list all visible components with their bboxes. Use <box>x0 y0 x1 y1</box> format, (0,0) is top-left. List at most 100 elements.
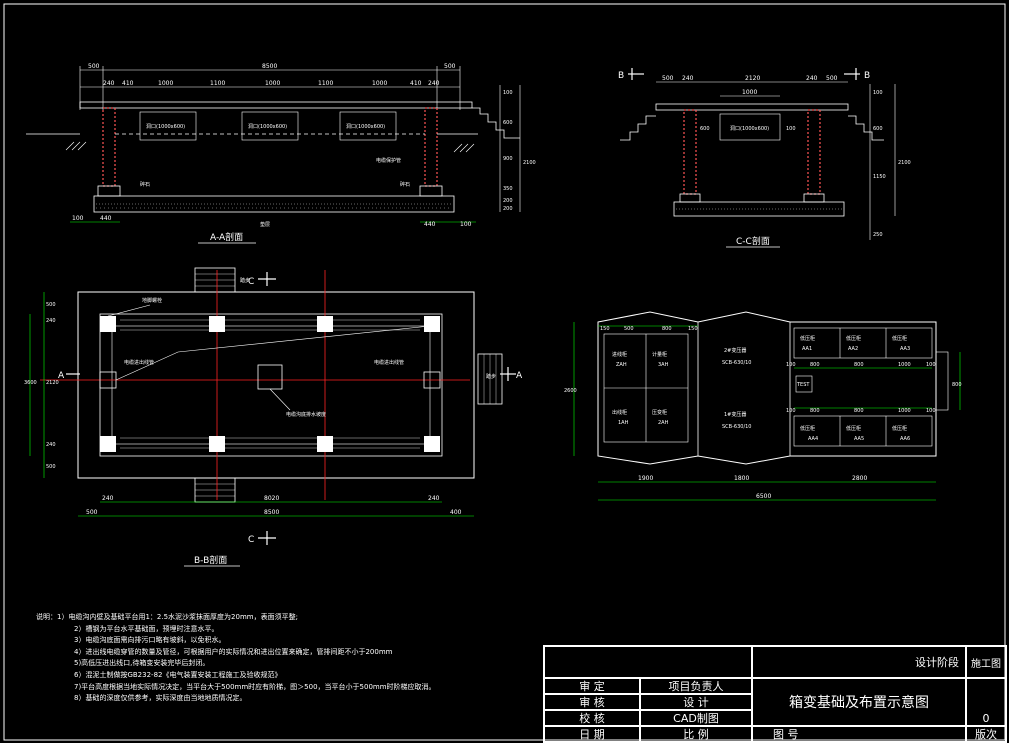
tb-mid-label: 设 计 <box>640 694 752 710</box>
layout-mid2-5: 100 <box>926 408 936 414</box>
bb-b2-2: 8500 <box>264 509 279 516</box>
cc-top-4: 240 <box>806 75 818 82</box>
bb-c-marker-top: C <box>248 277 254 287</box>
bb-b-2: 8020 <box>264 495 279 502</box>
aa-sub-7: 1000 <box>372 80 387 87</box>
bb-v-1: 500 <box>46 302 56 308</box>
cc-top-2: 240 <box>682 75 694 82</box>
cc-title: C-C剖面 <box>736 235 770 247</box>
tb-mid-label: 比 例 <box>640 726 752 742</box>
tb-row-label: 审 核 <box>544 694 640 710</box>
aa-sub-5: 1000 <box>265 80 280 87</box>
aa-v-4: 350 <box>503 186 513 192</box>
bb-b-3: 240 <box>428 495 440 502</box>
aa-label-pipe: 电缆保护管 <box>376 157 401 164</box>
bb-a-marker-right: A <box>516 371 523 381</box>
cc-v-4: 250 <box>873 232 883 238</box>
note-line: 说明：1）电缆沟内壁及基础平台用1：2.5水泥沙浆抹面厚度为20mm，表面须平整… <box>36 613 298 621</box>
layout-tr2-name: 1#变压器 <box>724 411 746 418</box>
layout-tr2-type: SCB-630/10 <box>722 424 752 430</box>
aa-sub-9: 240 <box>428 80 440 87</box>
note-line: 6）混泥土制做按GB232-82《电气装置安装工程施工及验收规范》 <box>74 670 282 679</box>
bb-label-3: 电缆进出线管 <box>374 359 404 366</box>
aa-v-total: 2100 <box>523 160 536 166</box>
layout-right-v: 800 <box>952 382 962 388</box>
layout-mid2-1: 100 <box>786 408 796 414</box>
bb-label-4: 电缆沟底排水坡度 <box>286 411 326 418</box>
cc-v-total: 2100 <box>898 160 911 166</box>
aa-label-gravel-2: 碎石 <box>400 181 410 188</box>
aa-dim-top-3: 500 <box>444 63 456 70</box>
layout-mid-3: 800 <box>854 362 864 368</box>
drawing-border <box>3 3 1006 741</box>
layout-rb-3: AA6 <box>900 436 910 442</box>
aa-br-1: 440 <box>424 221 436 228</box>
layout-top-3: 800 <box>662 326 672 332</box>
aa-sub-8: 410 <box>410 80 422 87</box>
note-line: 5)高低压进出线口,待箱变安装完毕后封闭。 <box>74 659 210 668</box>
layout-tr1-name: 2#变压器 <box>724 347 746 354</box>
bb-c-marker-bot: C <box>248 535 254 545</box>
layout-total: 6500 <box>756 493 771 500</box>
aa-sub-2: 410 <box>122 80 134 87</box>
layout-cab-1: 进线柜 <box>612 351 627 358</box>
layout-top-1: 150 <box>600 326 610 332</box>
layout-rb-1: AA4 <box>808 436 818 442</box>
note-line: 3）电缆沟底面需向排污口略有坡斜，以免积水。 <box>74 636 226 645</box>
cc-marker-right: B <box>864 71 870 81</box>
layout-cab-3: 出线柜 <box>612 409 627 416</box>
layout-rb-l2: 低压柜 <box>846 425 861 432</box>
aa-v-1: 100 <box>503 90 513 96</box>
note-line: 7)平台高度根据当地实际情况决定，当平台大于500mm时应有阶梯，图＞500，当… <box>74 682 436 691</box>
cc-top-3: 2120 <box>745 75 760 82</box>
cc-od-1: 600 <box>700 126 710 132</box>
bb-label-2: 电缆进出线管 <box>124 359 154 366</box>
bb-title: B-B剖面 <box>194 554 227 566</box>
layout-cab-4: 压变柜 <box>652 409 667 416</box>
layout-mid-4: 1000 <box>898 362 911 368</box>
equipment-layout-plan: 进线柜 ZAH 计量柜 3AH 出线柜 1AH 压变柜 2AH 2#变压器 SC… <box>564 311 962 501</box>
bb-v-4: 240 <box>46 442 56 448</box>
aa-dim-top-2: 8500 <box>262 63 277 70</box>
tb-version-label: 版次 <box>966 726 1006 742</box>
layout-rb-l3: 低压柜 <box>892 425 907 432</box>
bb-v-total: 3600 <box>24 380 37 386</box>
tb-stage-value: 施工图 <box>966 646 1006 678</box>
bb-v-3: 2120 <box>46 380 59 386</box>
layout-rt-1: AA1 <box>802 346 812 352</box>
cc-top-1: 500 <box>662 75 674 82</box>
note-line: 8）基础的深度仅供参考，实际深度由当地地质情况定。 <box>74 694 247 703</box>
bb-label-1: 地脚螺栓 <box>142 297 162 304</box>
layout-mid2-3: 800 <box>854 408 864 414</box>
tb-row-label: 校 核 <box>544 710 640 726</box>
layout-left-v: 2600 <box>564 388 577 394</box>
tb-stage-label: 设计阶段 <box>752 646 966 678</box>
tb-row-label: 审 定 <box>544 678 640 694</box>
aa-bl-2: 440 <box>100 215 112 222</box>
cc-sub: 1000 <box>742 89 757 96</box>
tb-mid-label: 项目负责人 <box>640 678 752 694</box>
layout-bot-2: 1800 <box>734 475 749 482</box>
aa-opening-3: 洞口(1000x600) <box>346 123 385 130</box>
layout-mid2-4: 1000 <box>898 408 911 414</box>
tb-drawing-title: 箱变基础及布置示意图 <box>752 678 966 726</box>
layout-mid2-2: 800 <box>810 408 820 414</box>
layout-rt-l2: 低压柜 <box>846 335 861 342</box>
layout-top-4: 150 <box>688 326 698 332</box>
aa-opening-2: 洞口(1000x600) <box>248 123 287 130</box>
tb-empty <box>544 646 752 678</box>
bb-b2-3: 400 <box>450 509 462 516</box>
layout-rt-l1: 低压柜 <box>800 335 815 342</box>
bb-v-5: 500 <box>46 464 56 470</box>
cc-od-2: 100 <box>786 126 796 132</box>
aa-title: A-A剖面 <box>210 231 243 243</box>
aa-dim-top-1: 500 <box>88 63 100 70</box>
aa-sub-4: 1100 <box>210 80 225 87</box>
aa-label-base: 垫层 <box>260 221 270 228</box>
bb-b2-1: 500 <box>86 509 98 516</box>
layout-rt-l3: 低压柜 <box>892 335 907 342</box>
layout-tmp: TEST <box>796 382 810 388</box>
cc-v-2: 600 <box>873 126 883 132</box>
aa-bl-1: 100 <box>72 215 84 222</box>
